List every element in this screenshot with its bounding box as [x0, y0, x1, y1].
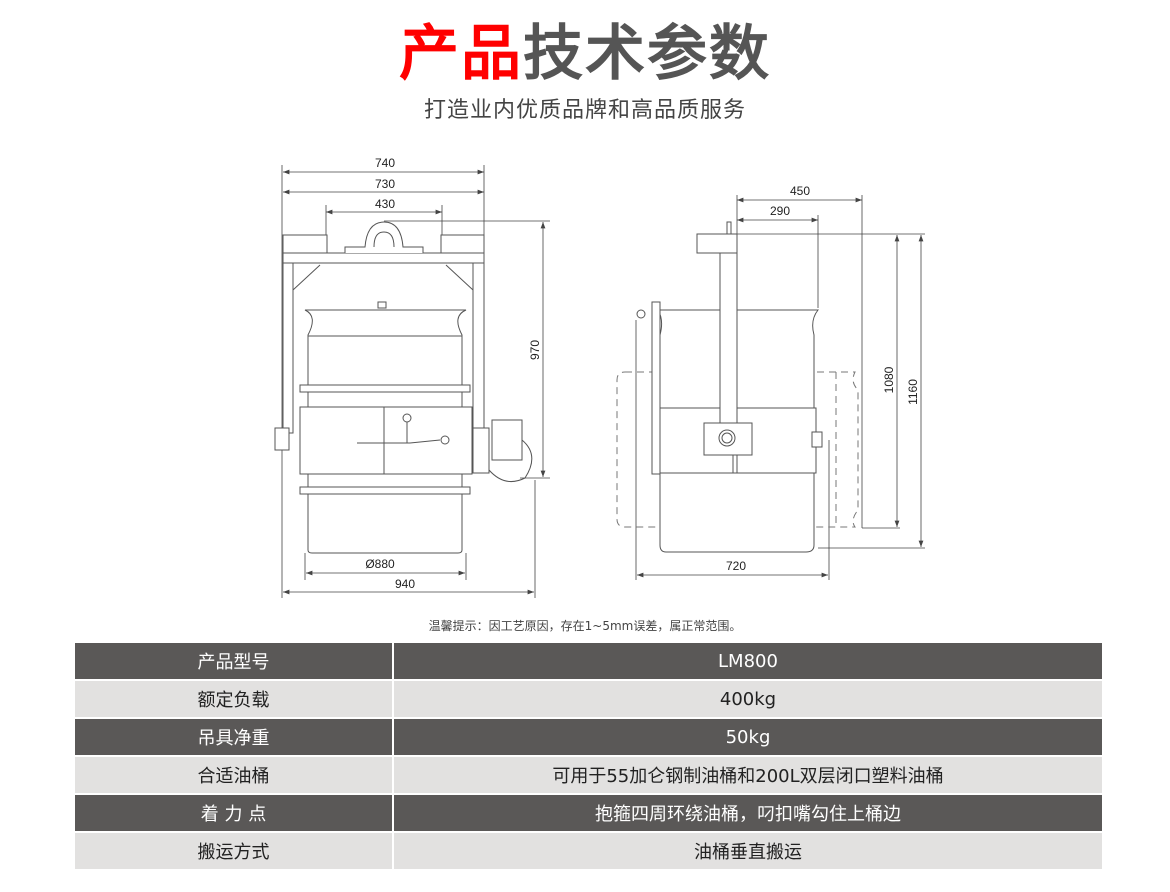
dim-450: 450: [790, 184, 810, 198]
title-red: 产品: [399, 19, 523, 89]
row-value: LM800: [393, 643, 1102, 681]
row-label: 产品型号: [75, 643, 394, 681]
dim-1080: 1080: [882, 366, 896, 393]
row-value: 可用于55加仑钢制油桶和200L双层闭口塑料油桶: [393, 756, 1102, 795]
technical-drawing: 740 730 430 970 Ø880 940: [274, 156, 925, 598]
row-label: 吊具净重: [75, 718, 394, 757]
dim-430: 430: [375, 197, 395, 211]
dim-720: 720: [726, 559, 746, 573]
row-value: 400kg: [393, 680, 1102, 719]
row-label: 搬运方式: [75, 832, 394, 871]
dim-730: 730: [375, 177, 395, 191]
row-value: 抱箍四周环绕油桶，叼扣嘴勾住上桶边: [393, 794, 1102, 833]
table-row: 着 力 点抱箍四周环绕油桶，叼扣嘴勾住上桶边: [75, 794, 1102, 833]
dim-740: 740: [375, 156, 395, 170]
side-view: 450 290 1080 1160 720: [616, 184, 925, 580]
row-value: 油桶垂直搬运: [393, 832, 1102, 871]
table-row: 合适油桶可用于55加仑钢制油桶和200L双层闭口塑料油桶: [75, 756, 1102, 795]
row-label: 额定负载: [75, 680, 394, 719]
dim-880: Ø880: [365, 557, 395, 571]
row-value: 50kg: [393, 718, 1102, 757]
table-row: 搬运方式油桶垂直搬运: [75, 832, 1102, 871]
dim-1160: 1160: [906, 379, 920, 405]
dim-290: 290: [770, 204, 790, 218]
page-subtitle: 打造业内优质品牌和高品质服务: [423, 98, 746, 123]
tolerance-note: 温馨提示：因工艺原因，存在1~5mm误差，属正常范围。: [428, 619, 742, 633]
row-label: 着 力 点: [75, 794, 394, 833]
dim-940: 940: [395, 577, 415, 591]
front-view: 740 730 430 970 Ø880 940: [274, 156, 550, 598]
dim-970: 970: [528, 340, 542, 360]
title-gray: 技术参数: [523, 19, 771, 89]
row-label: 合适油桶: [75, 756, 394, 795]
page-title: 产品技术参数: [0, 18, 1170, 90]
